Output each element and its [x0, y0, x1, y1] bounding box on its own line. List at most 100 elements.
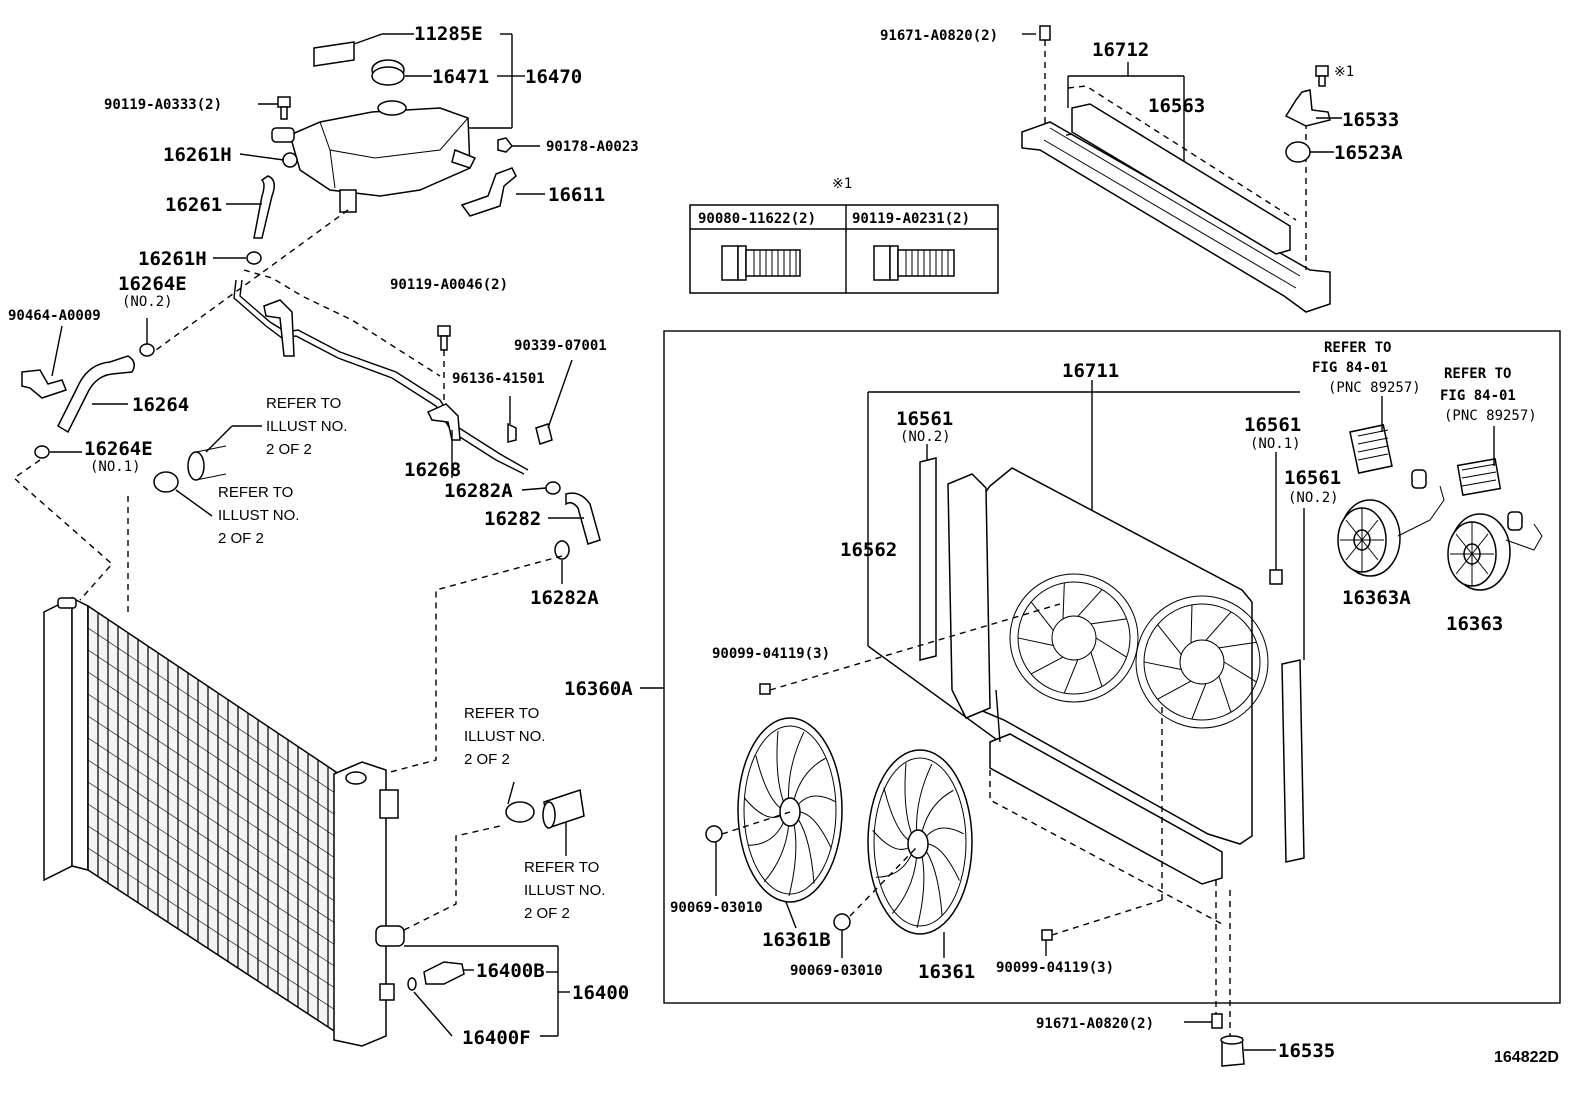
bolt-91671-A0820-top — [1039, 25, 1051, 41]
label-90178-A0023: 90178-A0023 — [546, 139, 639, 155]
label-16471: 16471 — [432, 66, 489, 88]
label-16533: 16533 — [1342, 109, 1399, 131]
nut-90178-A0023 — [497, 137, 513, 153]
label-16400F: 16400F — [462, 1027, 531, 1049]
fan-motor-16363A — [1337, 469, 1445, 577]
pipe-16268-group — [233, 269, 573, 478]
fan-assembly-frame — [663, 330, 1561, 1004]
label-16470: 16470 — [525, 66, 582, 88]
refer-note-b-3: 2 OF 2 — [218, 530, 264, 547]
seal-16563 — [1071, 103, 1291, 255]
label-16268: 16268 — [404, 459, 461, 481]
cushion-16523A — [1285, 141, 1311, 163]
label-plate-11285E — [313, 41, 355, 67]
bracket-16533 — [1284, 89, 1331, 127]
seal-16561-right — [1281, 659, 1305, 863]
bolt-91671-A0820-bottom — [1211, 1013, 1223, 1029]
label-16282: 16282 — [484, 508, 541, 530]
refer-fig-b-2: FIG 84-01 — [1440, 388, 1516, 404]
radiator-right-tank — [333, 761, 387, 1047]
seal-16561-no1 — [1269, 569, 1283, 585]
refer-note-a-2: ILLUST NO. — [266, 418, 347, 435]
o-ring-16400F — [407, 977, 417, 991]
radiator-outlet — [375, 925, 405, 947]
pipe-bracket-left — [263, 299, 295, 357]
label-16400: 16400 — [572, 982, 629, 1004]
label-90119-A0231: 90119-A0231(2) — [852, 211, 970, 227]
support-16712-group — [1021, 25, 1342, 313]
screw-90099-04119-lower — [1041, 929, 1053, 941]
relay-module-left — [1349, 396, 1393, 474]
label-90119-A0333: 90119-A0333(2) — [104, 97, 222, 113]
label-16562: 16562 — [840, 539, 897, 561]
label-16264E-no2: 16264E — [118, 273, 187, 295]
label-90099-04119-lower: 90099-04119(3) — [996, 960, 1114, 976]
label-16523A: 16523A — [1334, 142, 1403, 164]
label-16611: 16611 — [548, 184, 605, 206]
label-16282A-upper: 16282A — [444, 480, 513, 502]
label-16535: 16535 — [1278, 1040, 1335, 1062]
label-16264: 16264 — [132, 394, 189, 416]
refer-notes: REFER TO ILLUST NO. 2 OF 2 REFER TO ILLU… — [218, 340, 1537, 922]
bolt-90119-A0046 — [437, 325, 451, 337]
radiator-left-tank — [43, 596, 73, 882]
refer-fig-a-2: FIG 84-01 — [1312, 360, 1388, 376]
clamp-16282A-lower — [554, 540, 570, 560]
label-16264E-no1-sub: (NO.1) — [90, 459, 141, 475]
refer-note-c-3: 2 OF 2 — [464, 751, 510, 768]
clamp-16261H-upper — [282, 152, 298, 168]
label-16712: 16712 — [1092, 39, 1149, 61]
bolt-kome1 — [1315, 65, 1329, 77]
label-kome1-table: ※1 — [832, 176, 852, 192]
shroud-side-seal-16562 — [947, 473, 991, 719]
reservoir-cap-base — [371, 66, 405, 86]
label-16711: 16711 — [1062, 360, 1119, 382]
hose-16264 — [57, 355, 135, 434]
fan-assembly-16360A — [640, 330, 1561, 1004]
refer-note-c-2: ILLUST NO. — [464, 728, 545, 745]
reservoir-outlet — [339, 189, 357, 213]
bolt-table — [689, 204, 999, 294]
label-16561-right: 16561 — [1284, 467, 1341, 489]
label-16561-right-sub: (NO.2) — [1288, 490, 1339, 506]
reservoir-neck — [377, 100, 407, 116]
shroud-spokes — [1017, 582, 1257, 720]
fan-16361 — [867, 749, 973, 935]
label-90069-03010-left: 90069-03010 — [670, 900, 763, 916]
clamp-16282A-upper — [545, 481, 561, 495]
label-90099-04119-upper: 90099-04119(3) — [712, 646, 830, 662]
refer-note-c-1: REFER TO — [464, 705, 539, 722]
refer-fig-b-3: (PNC 89257) — [1444, 408, 1537, 424]
bolt-90080-11622-icon — [721, 245, 801, 281]
label-11285E: 11285E — [414, 23, 483, 45]
bracket-16611 — [460, 167, 517, 217]
refer-note-a-1: REFER TO — [266, 395, 341, 412]
refer-fig-a-1: REFER TO — [1324, 340, 1391, 356]
label-16563: 16563 — [1148, 95, 1205, 117]
drain-cock-16400B — [423, 961, 465, 985]
label-16561-left: 16561 — [896, 408, 953, 430]
label-16261H-upper: 16261H — [163, 144, 232, 166]
label-kome1-top: ※1 — [1334, 64, 1354, 80]
label-16561-no1: 16561 — [1244, 414, 1301, 436]
label-90464-A0009: 90464-A0009 — [8, 308, 101, 324]
refer-note-d-1: REFER TO — [524, 859, 599, 876]
label-91671-A0820-top: 91671-A0820(2) — [880, 28, 998, 44]
label-16360A: 16360A — [564, 678, 633, 700]
refer-fig-b-1: REFER TO — [1444, 366, 1511, 382]
label-96136-41501: 96136-41501 — [452, 371, 545, 387]
label-16363: 16363 — [1446, 613, 1503, 635]
label-16261: 16261 — [165, 194, 222, 216]
radiator-16400 — [43, 596, 585, 1047]
clamp-16261H-lower — [246, 251, 262, 265]
nut-90069-03010-right — [833, 913, 851, 931]
refer-fig-a-3: (PNC 89257) — [1328, 380, 1421, 396]
hose-clamp-upper — [153, 471, 179, 493]
pipe-bracket-right — [426, 403, 461, 441]
clip-96136-41501 — [507, 422, 517, 443]
reservoir-mount-tab — [271, 127, 295, 143]
fan-motor-16363 — [1447, 511, 1543, 591]
label-16361: 16361 — [918, 961, 975, 983]
seal-16561-left — [919, 457, 937, 661]
refer-note-b-2: ILLUST NO. — [218, 507, 299, 524]
